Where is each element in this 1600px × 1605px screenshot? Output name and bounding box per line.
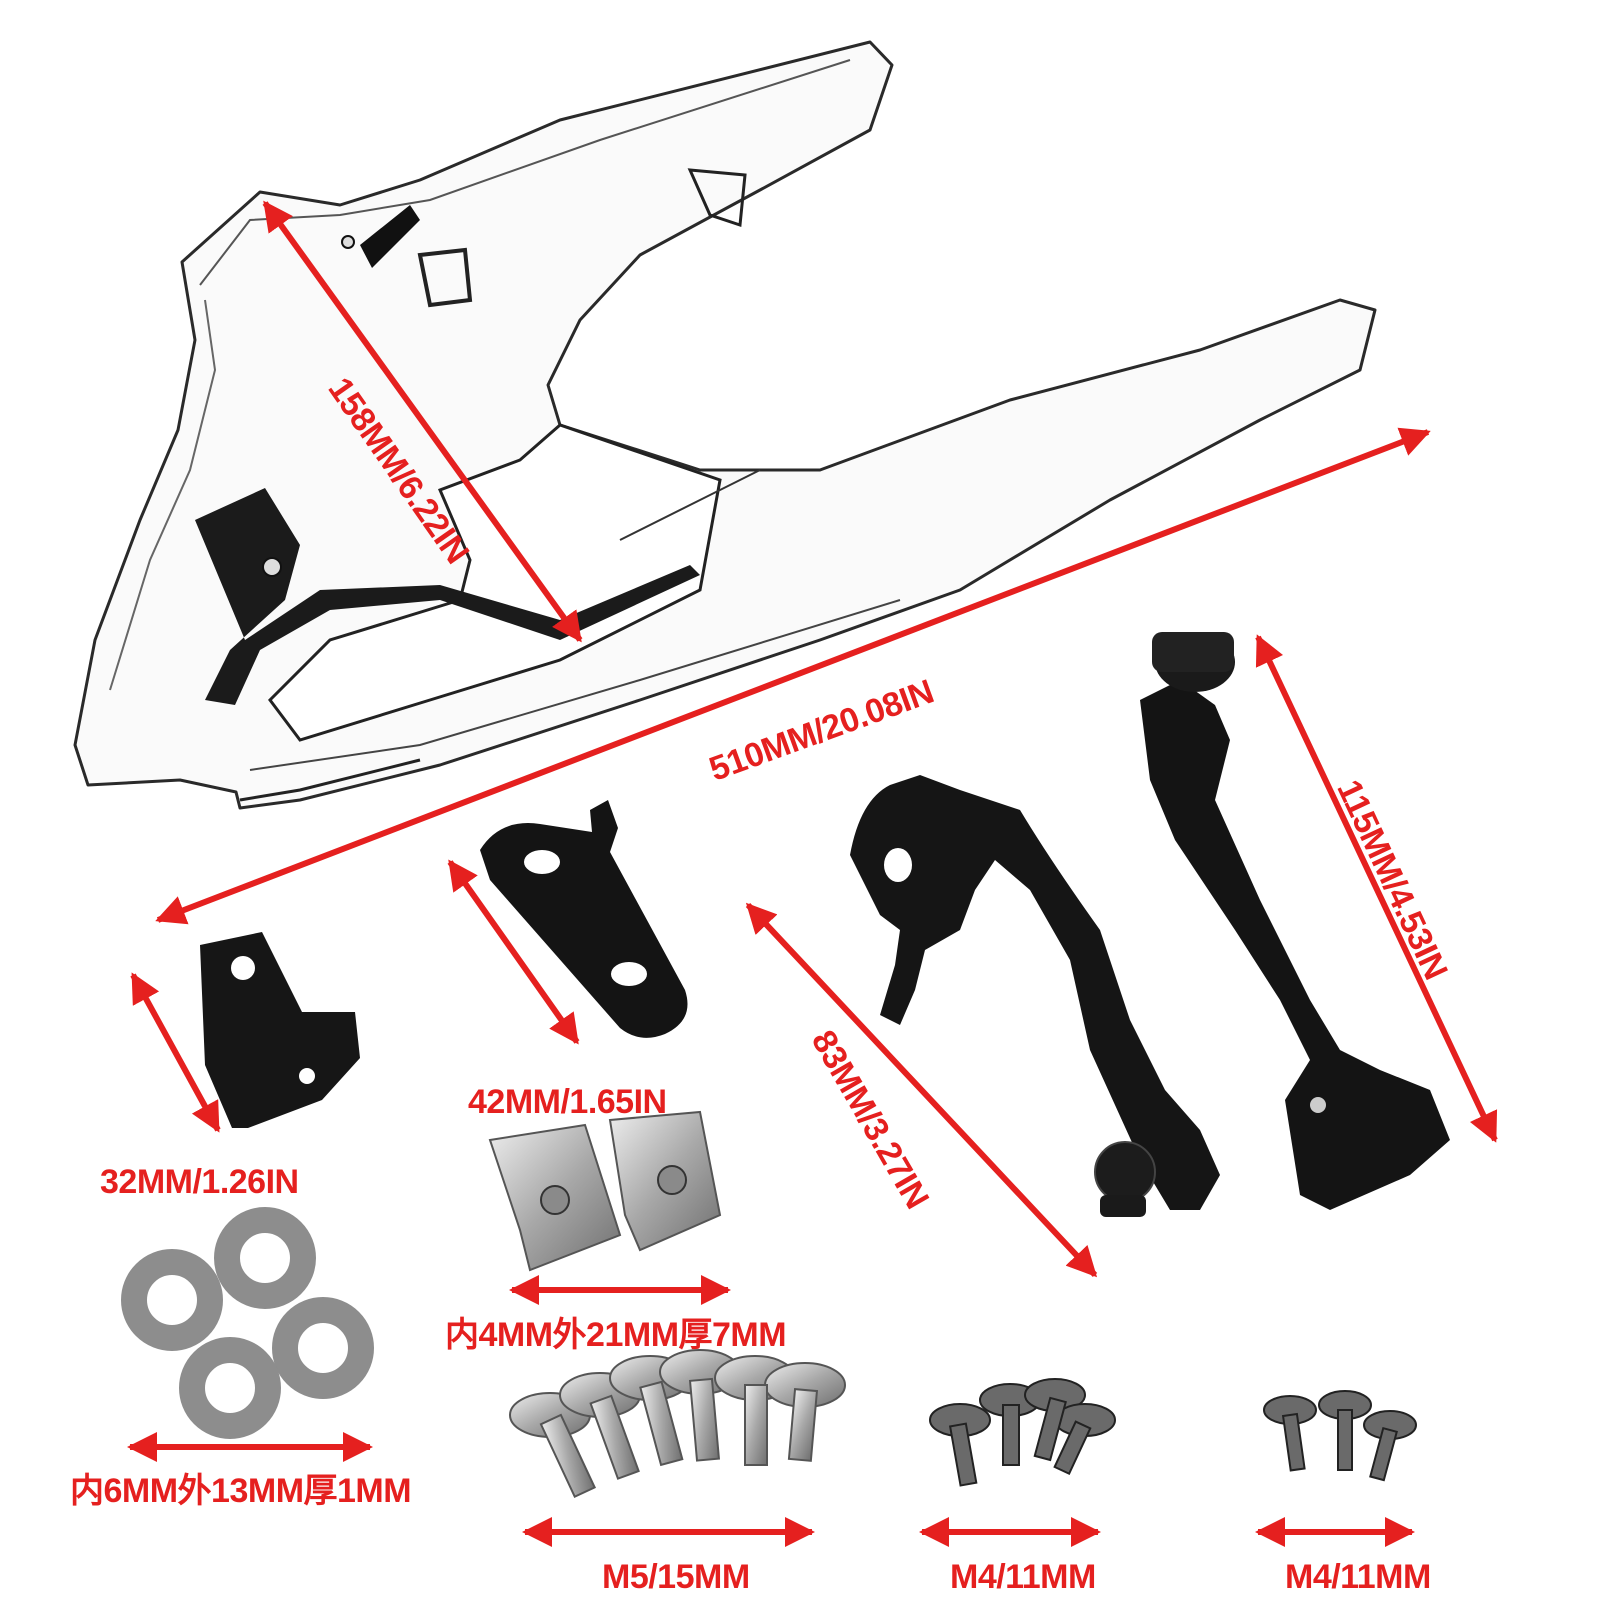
m4-screw-b-label: M4/11MM: [1285, 1558, 1431, 1596]
small-angle-bracket: [200, 932, 360, 1128]
m5-screw-label: M5/15MM: [602, 1558, 750, 1596]
spring-clip-nuts: [488, 1110, 722, 1272]
nut-spec-label: 内4MM外21MM厚7MM: [445, 1316, 787, 1354]
flat-tab-bracket: [480, 800, 688, 1038]
arm-115-arrow: [1255, 634, 1498, 1143]
m5-screws: [509, 1349, 846, 1499]
m4-screw-a-label: M4/11MM: [950, 1558, 1096, 1596]
flat-washers: [121, 1207, 374, 1439]
tab-42-label: 42MM/1.65IN: [468, 1083, 667, 1121]
angle-32-label: 32MM/1.26IN: [100, 1163, 299, 1201]
length-510-arrow: [155, 427, 1431, 925]
m4-screws-b: [1263, 1390, 1417, 1482]
washer-spec-label: 内6MM外13MM厚1MM: [70, 1472, 412, 1510]
m4-screws-a: [929, 1378, 1116, 1487]
angle-32-arrow: [130, 972, 221, 1133]
tab-42-arrow: [447, 859, 580, 1045]
bracket-83-arrow: [745, 902, 1098, 1278]
